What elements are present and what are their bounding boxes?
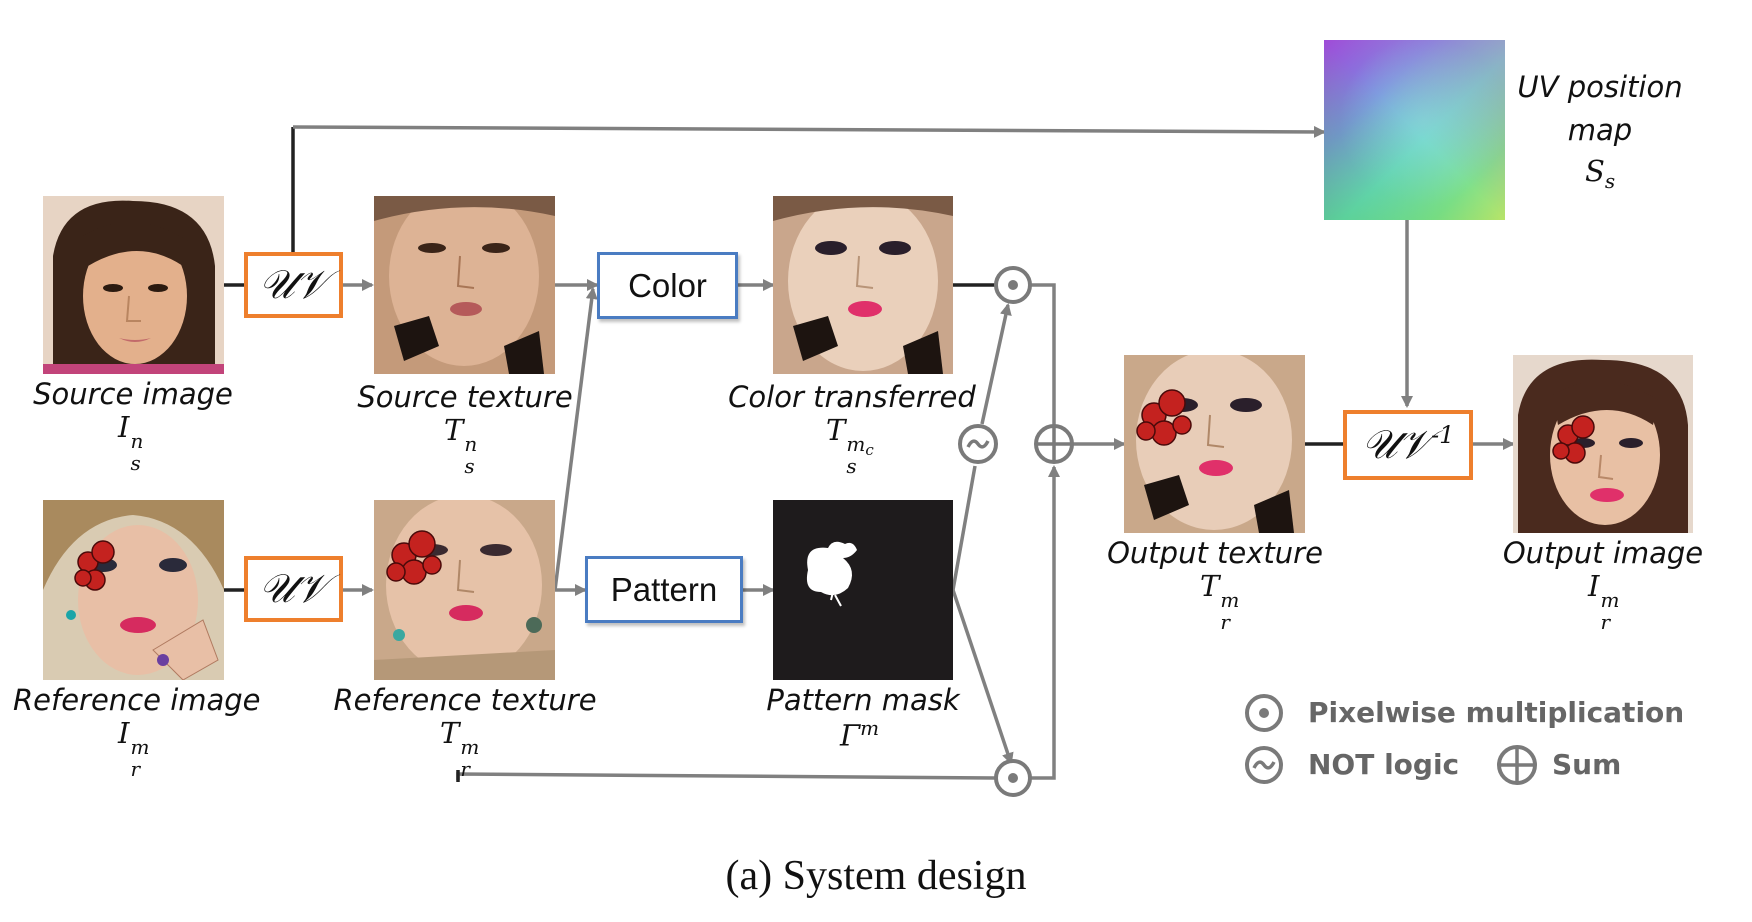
source-texture-label: Source texture — [357, 380, 573, 414]
uv-mapping-block-top: 𝒰𝒱 — [244, 252, 343, 318]
legend-sum-label: Sum — [1552, 748, 1622, 781]
output-image-label: Output image — [1502, 536, 1704, 570]
edge-reference-texture-to-mult-bottom — [456, 772, 996, 780]
pattern-mask-label: Pattern mask — [766, 683, 960, 717]
pattern-mask-photo — [773, 500, 953, 680]
legend-not-icon — [1245, 746, 1283, 784]
uv-position-map-label-line2: map — [1567, 113, 1633, 147]
legend-sum-icon — [1497, 745, 1537, 785]
pattern-mask-symbol: Γm — [840, 716, 880, 753]
legend-not-label: NOT logic — [1308, 748, 1460, 781]
uv-inverse-block: 𝒰𝒱-1 — [1343, 410, 1473, 480]
uv-position-map-image — [1324, 40, 1505, 220]
output-texture-photo — [1124, 355, 1305, 533]
source-image-label: Source image — [33, 377, 233, 411]
uv-position-map-symbol: Ss — [1585, 154, 1616, 193]
reference-image-photo — [43, 500, 224, 680]
output-texture-label: Output texture — [1107, 536, 1323, 570]
source-texture-photo — [374, 196, 555, 374]
uv-mapping-block-bottom: 𝒰𝒱 — [244, 556, 343, 622]
edge-mult-bottom-to-sum — [1031, 465, 1060, 780]
edge-mask-to-not — [951, 465, 977, 591]
color-transferred-label: Color transferred — [728, 380, 976, 414]
figure-caption: (a) System design — [725, 853, 1027, 899]
reference-image-label: Reference image — [13, 683, 261, 717]
legend-multiplication-icon — [1245, 694, 1283, 732]
uv-position-map-label-line1: UV position — [1517, 70, 1683, 104]
source-image-photo — [43, 196, 224, 374]
color-transferred-photo — [773, 196, 953, 374]
edge-mult-top-out — [1031, 283, 1056, 444]
edge-mask-to-mult-bottom — [951, 589, 1014, 765]
reference-texture-photo — [374, 500, 555, 680]
mult-top-operator — [994, 266, 1032, 304]
reference-texture-label: Reference texture — [333, 683, 597, 717]
legend-multiplication-label: Pixelwise multiplication — [1308, 696, 1685, 729]
edge-reference-texture-to-color — [553, 287, 598, 591]
edge-top-to-position-map — [292, 125, 1326, 138]
output-image-photo — [1513, 355, 1693, 533]
edge-not-to-mult-top — [980, 303, 1012, 425]
mult-bottom-operator — [994, 759, 1032, 797]
not-operator — [958, 424, 998, 464]
color-transfer-block: Color — [597, 252, 738, 319]
pattern-transfer-block: Pattern — [585, 556, 743, 623]
sum-operator — [1034, 424, 1074, 464]
